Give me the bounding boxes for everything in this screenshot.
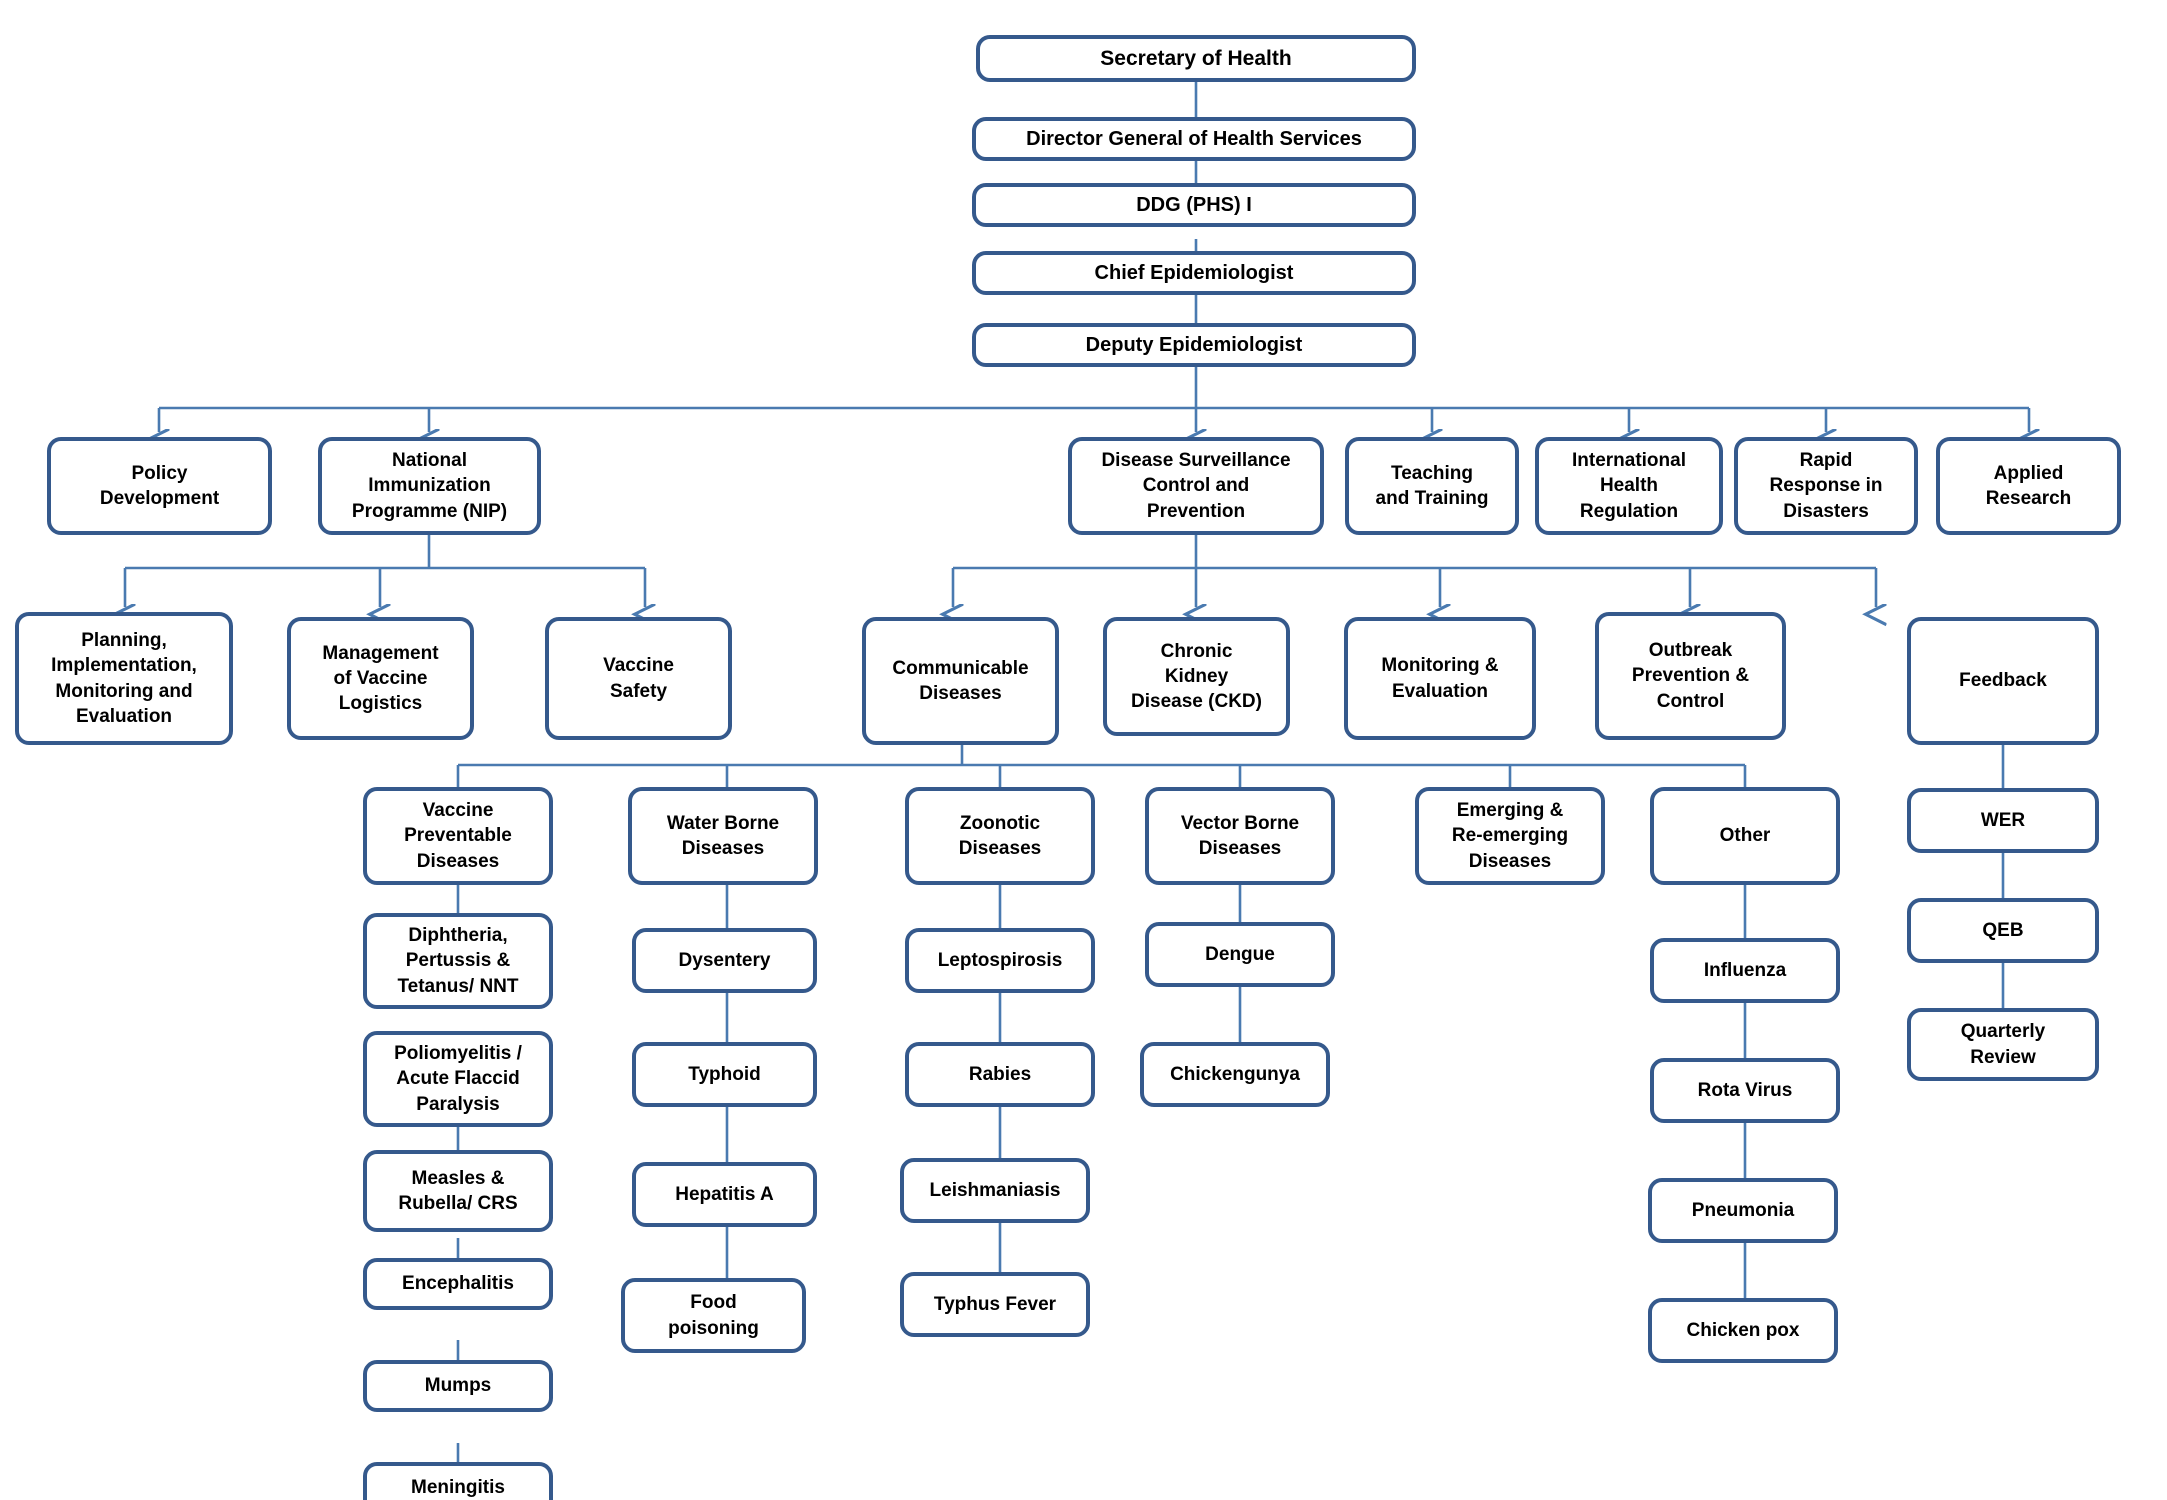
node-label: Zoonotic Diseases [958,812,1042,859]
node-label: National Immunization Programme (NIP) [351,450,508,522]
node-measles-rubella-crs[interactable]: Measles & Rubella/ CRS [363,1150,553,1232]
node-typhus-fever[interactable]: Typhus Fever [900,1272,1090,1337]
node-label: Mumps [424,1375,492,1397]
node-zoonotic-diseases[interactable]: Zoonotic Diseases [905,787,1095,885]
node-label: Policy Development [99,462,220,509]
node-policy-development[interactable]: Policy Development [47,437,272,535]
node-label: Secretary of Health [1100,46,1292,70]
node-leptospirosis[interactable]: Leptospirosis [905,928,1095,993]
node-national-immunization-programme[interactable]: National Immunization Programme (NIP) [318,437,541,535]
node-management-of-vaccine-logistics[interactable]: Management of Vaccine Logistics [287,617,474,740]
node-secretary-of-health[interactable]: Secretary of Health [976,35,1416,82]
node-ddg-phs-i[interactable]: DDG (PHS) I [972,183,1416,227]
node-encephalitis[interactable]: Encephalitis [363,1258,553,1310]
node-label: DDG (PHS) I [1136,193,1252,216]
node-label: Water Borne Diseases [666,812,780,859]
node-label: Vector Borne Diseases [1180,812,1300,859]
node-outbreak-prevention-control[interactable]: Outbreak Prevention & Control [1595,612,1786,740]
node-label: Chickengunya [1170,1063,1300,1085]
node-food-poisoning[interactable]: Food poisoning [621,1278,806,1353]
node-dysentery[interactable]: Dysentery [632,928,817,993]
node-rota-virus[interactable]: Rota Virus [1650,1058,1840,1123]
node-mumps[interactable]: Mumps [363,1360,553,1412]
node-disease-surveillance[interactable]: Disease Surveillance Control and Prevent… [1068,437,1324,535]
node-label: Feedback [1959,670,2047,692]
node-label: Dengue [1205,943,1275,965]
node-label: Leptospirosis [937,949,1063,971]
node-label: Teaching and Training [1375,462,1489,509]
node-label: Communicable Diseases [892,657,1029,704]
node-label: Chronic Kidney Disease (CKD) [1131,640,1262,713]
node-label: QEB [1982,919,2024,941]
node-international-health-regulation[interactable]: International Health Regulation [1535,437,1723,535]
node-label: Food poisoning [668,1292,759,1339]
node-pneumonia[interactable]: Pneumonia [1648,1178,1838,1243]
node-label: Chief Epidemiologist [1094,261,1294,284]
node-dengue[interactable]: Dengue [1145,922,1335,987]
node-emerging-re-emerging-diseases[interactable]: Emerging & Re-emerging Diseases [1415,787,1605,885]
node-other[interactable]: Other [1650,787,1840,885]
node-label: Monitoring & Evaluation [1381,655,1499,702]
node-label: Vaccine Safety [603,655,674,702]
node-poliomyelitis-afp[interactable]: Poliomyelitis / Acute Flaccid Paralysis [363,1031,553,1127]
node-label: Applied Research [1985,462,2072,509]
node-label: Planning, Implementation, Monitoring and… [51,630,197,727]
node-communicable-diseases[interactable]: Communicable Diseases [862,617,1059,745]
node-label: Vaccine Preventable Diseases [404,800,512,872]
node-label: WER [1980,809,2026,831]
node-vaccine-preventable-diseases[interactable]: Vaccine Preventable Diseases [363,787,553,885]
node-chronic-kidney-disease[interactable]: Chronic Kidney Disease (CKD) [1103,617,1290,736]
node-leishmaniasis[interactable]: Leishmaniasis [900,1158,1090,1223]
node-planning-implementation[interactable]: Planning, Implementation, Monitoring and… [15,612,233,745]
node-label: Outbreak Prevention & Control [1631,640,1750,712]
node-label: Emerging & Re-emerging Diseases [1451,800,1569,872]
node-meningitis[interactable]: Meningitis [363,1462,553,1500]
node-quarterly-review[interactable]: Quarterly Review [1907,1008,2099,1081]
node-label: Diphtheria, Pertussis & Tetanus/ NNT [397,925,519,997]
node-rapid-response-in-disasters[interactable]: Rapid Response in Disasters [1734,437,1918,535]
node-applied-research[interactable]: Applied Research [1936,437,2121,535]
node-chief-epidemiologist[interactable]: Chief Epidemiologist [972,251,1416,295]
node-director-general[interactable]: Director General of Health Services [972,117,1416,161]
node-label: Deputy Epidemiologist [1085,333,1303,356]
node-label: Typhus Fever [933,1293,1057,1315]
node-chickengunya[interactable]: Chickengunya [1140,1042,1330,1107]
node-label: Management of Vaccine Logistics [322,642,439,715]
node-qeb[interactable]: QEB [1907,898,2099,963]
node-label: Disease Surveillance Control and Prevent… [1101,450,1291,522]
node-chicken-pox[interactable]: Chicken pox [1648,1298,1838,1363]
node-label: Pneumonia [1691,1199,1795,1221]
node-label: Influenza [1703,959,1787,981]
node-influenza[interactable]: Influenza [1650,938,1840,1003]
node-label: Other [1719,825,1771,847]
node-label: Meningitis [411,1477,505,1499]
node-label: Rabies [968,1063,1032,1085]
node-teaching-and-training[interactable]: Teaching and Training [1345,437,1519,535]
node-vector-borne-diseases[interactable]: Vector Borne Diseases [1145,787,1335,885]
node-label: Typhoid [688,1063,761,1085]
node-label: Rota Virus [1697,1079,1793,1101]
node-label: Measles & Rubella/ CRS [398,1167,518,1214]
node-label: Chicken pox [1686,1319,1800,1341]
node-label: Poliomyelitis / Acute Flaccid Paralysis [394,1043,522,1115]
node-feedback[interactable]: Feedback [1907,617,2099,745]
node-label: International Health Regulation [1571,450,1686,522]
node-rabies[interactable]: Rabies [905,1042,1095,1107]
node-label: Leishmaniasis [929,1179,1061,1201]
node-vaccine-safety[interactable]: Vaccine Safety [545,617,732,740]
node-deputy-epidemiologist[interactable]: Deputy Epidemiologist [972,323,1416,367]
node-monitoring-and-evaluation[interactable]: Monitoring & Evaluation [1344,617,1536,740]
node-water-borne-diseases[interactable]: Water Borne Diseases [628,787,818,885]
node-diphtheria-pertussis-tetanus[interactable]: Diphtheria, Pertussis & Tetanus/ NNT [363,913,553,1009]
node-hepatitis-a[interactable]: Hepatitis A [632,1162,817,1227]
node-label: Encephalitis [402,1273,514,1295]
node-label: Director General of Health Services [1026,127,1362,150]
node-wer[interactable]: WER [1907,788,2099,853]
node-label: Rapid Response in Disasters [1769,450,1883,522]
node-label: Hepatitis A [675,1183,774,1205]
node-label: Quarterly Review [1960,1021,2046,1068]
node-label: Dysentery [678,949,771,971]
node-typhoid[interactable]: Typhoid [632,1042,817,1107]
